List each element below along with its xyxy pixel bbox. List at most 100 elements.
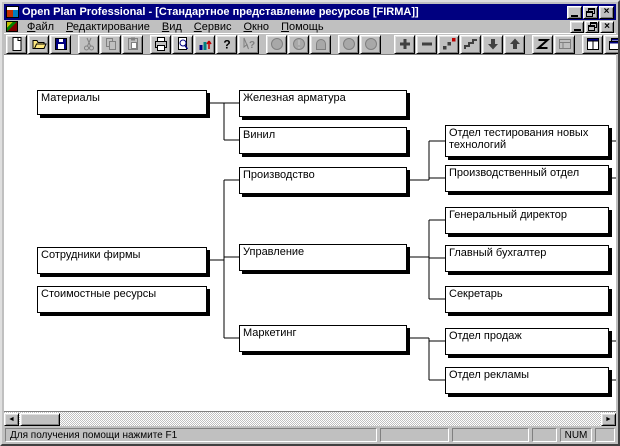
node-box[interactable]: Маркетинг bbox=[239, 325, 407, 352]
save-floppy-icon bbox=[54, 38, 67, 50]
cascade-windows-button[interactable] bbox=[604, 34, 618, 54]
circle-a-icon bbox=[342, 38, 355, 50]
menu-tools[interactable]: Сервис bbox=[193, 20, 232, 33]
arrow-down-icon bbox=[487, 39, 498, 50]
horizontal-scrollbar[interactable]: ◄ ► bbox=[4, 411, 616, 426]
new-button[interactable] bbox=[6, 34, 27, 54]
context-help-icon: ? bbox=[243, 37, 255, 51]
circle-node-2-icon bbox=[292, 38, 305, 50]
scroll-right-button[interactable]: ► bbox=[601, 413, 616, 426]
help-button[interactable]: ? bbox=[216, 34, 237, 54]
move-down-button[interactable] bbox=[482, 34, 503, 54]
scroll-right-icon: ► bbox=[605, 416, 612, 423]
zigzag-button[interactable] bbox=[532, 34, 553, 54]
scroll-left-button[interactable]: ◄ bbox=[4, 413, 19, 426]
cut-icon bbox=[83, 37, 94, 51]
update-views-button[interactable] bbox=[194, 34, 215, 54]
close-icon: × bbox=[603, 6, 610, 17]
copy-button bbox=[100, 34, 121, 54]
copy-icon bbox=[105, 38, 116, 50]
minus-icon bbox=[421, 42, 432, 46]
mdi-close-button[interactable]: × bbox=[600, 20, 614, 33]
toolbar: ? ? bbox=[4, 34, 618, 55]
update-views-icon bbox=[199, 40, 212, 50]
paste-icon bbox=[127, 37, 138, 50]
node-box[interactable]: Отдел рекламы bbox=[445, 367, 609, 394]
status-message: Для получения помощи нажмите F1 bbox=[5, 428, 377, 442]
minimize-icon bbox=[573, 29, 581, 31]
circle-b-icon bbox=[364, 38, 377, 50]
restore-icon bbox=[586, 7, 595, 17]
scroll-left-icon: ◄ bbox=[8, 416, 15, 423]
print-button[interactable] bbox=[150, 34, 171, 54]
mdi-restore-button[interactable] bbox=[585, 20, 599, 33]
document-system-icon[interactable] bbox=[6, 21, 18, 32]
node-box[interactable]: Производство bbox=[239, 167, 407, 194]
node-box[interactable]: Генеральный директор bbox=[445, 207, 609, 234]
print-preview-icon bbox=[177, 37, 188, 50]
move-up-button[interactable] bbox=[504, 34, 525, 54]
zigzag-icon bbox=[535, 39, 550, 49]
steps-button[interactable] bbox=[460, 34, 481, 54]
menu-file[interactable]: Файл bbox=[27, 20, 55, 33]
title-bar: Open Plan Professional - [Стандартное пр… bbox=[4, 4, 616, 20]
connector-lines bbox=[210, 102, 616, 381]
menu-window[interactable]: Окно bbox=[243, 20, 270, 33]
paste-button bbox=[122, 34, 143, 54]
close-button[interactable]: × bbox=[599, 5, 614, 19]
mdi-minimize-button[interactable] bbox=[570, 20, 584, 33]
status-panel bbox=[532, 428, 557, 442]
status-panel bbox=[380, 428, 449, 442]
node-shape-arch-button bbox=[310, 34, 331, 54]
node-circle-a-button bbox=[338, 34, 359, 54]
restore-button[interactable] bbox=[583, 5, 598, 19]
node-shape-circle-button bbox=[266, 34, 287, 54]
menu-edit[interactable]: Редактирование bbox=[66, 20, 150, 33]
plus-icon bbox=[399, 39, 410, 49]
add-button[interactable] bbox=[394, 34, 415, 54]
arrow-up-icon bbox=[509, 38, 520, 49]
save-button[interactable] bbox=[50, 34, 71, 54]
remove-button[interactable] bbox=[416, 34, 437, 54]
node-box[interactable]: Железная арматура bbox=[239, 90, 407, 117]
circle-node-icon bbox=[270, 38, 283, 50]
tile-windows-button[interactable] bbox=[582, 34, 603, 54]
node-box[interactable]: Материалы bbox=[37, 90, 207, 115]
node-box[interactable]: Управление bbox=[239, 244, 407, 271]
node-box[interactable]: Главный бухгалтер bbox=[445, 245, 609, 272]
open-folder-icon bbox=[32, 40, 47, 49]
resource-tree-canvas: Материалы Сотрудники фирмы Стоимостные р… bbox=[4, 55, 616, 411]
node-box[interactable]: Стоимостные ресурсы bbox=[37, 286, 207, 313]
node-circle-b-button bbox=[360, 34, 381, 54]
node-box[interactable]: Производственный отдел bbox=[445, 165, 609, 192]
menu-help[interactable]: Помощь bbox=[281, 20, 324, 33]
layout-icon bbox=[558, 39, 571, 49]
node-box[interactable]: Отдел тестирования новых технологий bbox=[445, 125, 609, 157]
steps-icon bbox=[463, 39, 477, 49]
scrollbar-thumb[interactable] bbox=[20, 413, 60, 426]
menu-view[interactable]: Вид bbox=[161, 20, 182, 33]
help-icon: ? bbox=[223, 38, 230, 52]
status-panel bbox=[452, 428, 529, 442]
new-document-icon bbox=[12, 37, 21, 51]
link-button[interactable] bbox=[438, 34, 459, 54]
close-icon: × bbox=[604, 20, 610, 32]
open-button[interactable] bbox=[28, 34, 49, 54]
num-lock-indicator: NUM bbox=[560, 428, 592, 442]
link-dots-icon bbox=[442, 38, 455, 50]
node-box[interactable]: Секретарь bbox=[445, 286, 609, 313]
node-box[interactable]: Винил bbox=[239, 127, 407, 154]
status-bar: Для получения помощи нажмите F1 NUM bbox=[4, 427, 616, 443]
print-preview-button[interactable] bbox=[172, 34, 193, 54]
minimize-icon bbox=[571, 14, 578, 17]
node-box[interactable]: Сотрудники фирмы bbox=[37, 247, 207, 274]
svg-text:?: ? bbox=[248, 40, 254, 51]
node-box[interactable]: Отдел продаж bbox=[445, 328, 609, 355]
window-title: Open Plan Professional - [Стандартное пр… bbox=[22, 6, 419, 18]
context-help-button: ? bbox=[238, 34, 259, 54]
tile-windows-icon bbox=[586, 38, 599, 50]
app-icon[interactable] bbox=[6, 6, 19, 18]
minimize-button[interactable] bbox=[567, 5, 582, 19]
menu-bar: Файл Редактирование Вид Сервис Окно Помо… bbox=[4, 20, 616, 34]
